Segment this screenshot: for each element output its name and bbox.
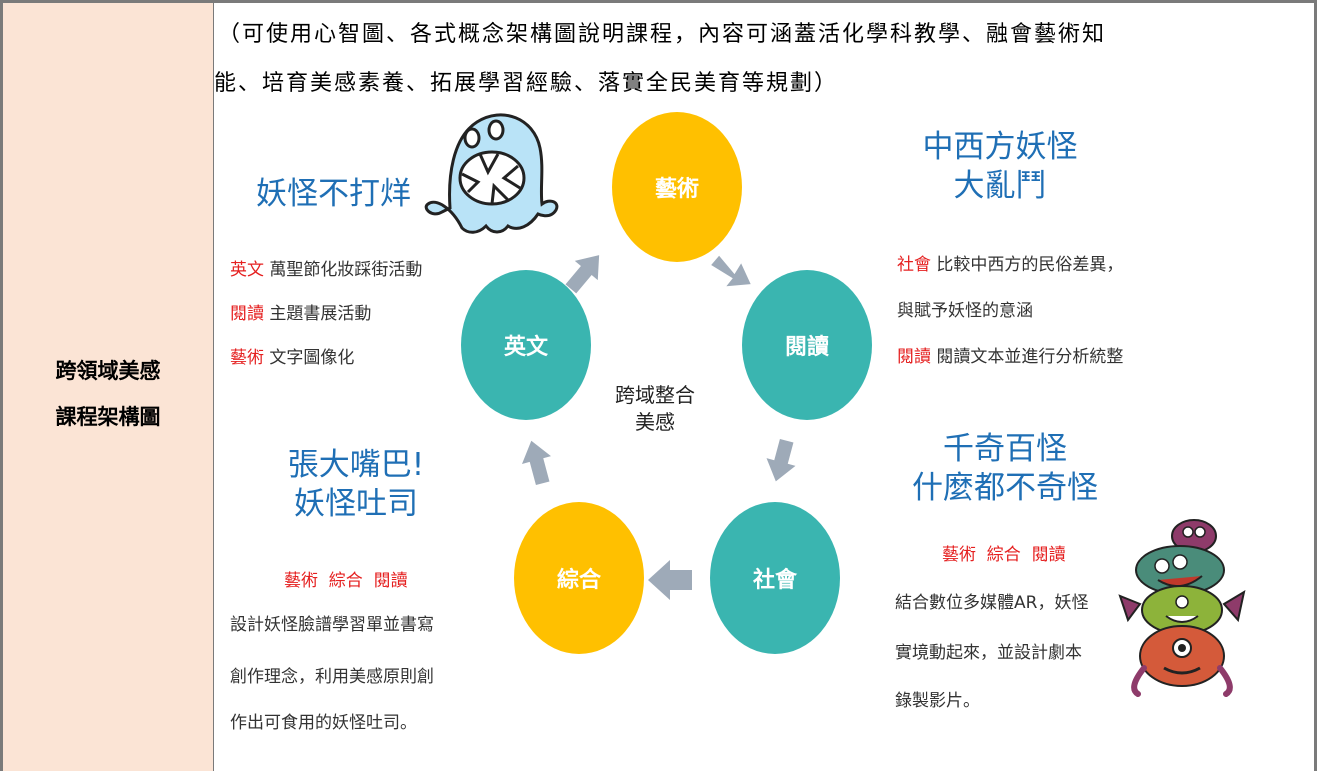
- block-bottom-left-line2: 創作理念，利用美感原則創: [230, 667, 434, 687]
- tag-social: 社會: [897, 255, 931, 275]
- block-bottom-left-line1: 設計妖怪臉譜學習單並書寫: [230, 615, 434, 635]
- block-top-left-item-1: 英文 萬聖節化妝踩街活動: [230, 255, 422, 280]
- block-top-right-line2: 與賦予妖怪的意涵: [897, 301, 1033, 321]
- intro-line1: （可使用心智圖、各式概念架構圖說明課程，內容可涵蓋活化學科教學、融會藝術知: [218, 22, 1107, 47]
- block-bottom-right-title: 千奇百怪 什麼都不奇怪: [880, 430, 1130, 508]
- arrow-social-to-integrated-icon: [648, 560, 692, 600]
- arrow-english-to-art-icon: [565, 255, 600, 294]
- arrow-reading-to-social-icon: [766, 438, 796, 482]
- node-social: 社會: [710, 502, 840, 654]
- item-text: 主題書展活動: [269, 304, 372, 324]
- block-bottom-left-title-line1: 張大嘴巴!: [287, 447, 425, 483]
- block-bottom-right-line3: 錄製影片。: [895, 691, 980, 711]
- block-bottom-left-title-line2: 妖怪吐司: [294, 485, 418, 522]
- block-bottom-left-line3: 作出可食用的妖怪吐司。: [230, 713, 417, 733]
- cycle-center-line1: 跨域整合: [615, 383, 695, 407]
- block-top-left-item-3: 藝術 文字圖像化: [230, 343, 354, 368]
- line-text: 比較中西方的民俗差異，: [936, 255, 1124, 275]
- node-art: 藝術: [612, 112, 742, 262]
- block-bottom-left-tags: 藝術 綜合 閱讀: [284, 571, 408, 591]
- line-text: 閱讀文本並進行分析統整: [936, 347, 1124, 367]
- monster-stack-icon: [1118, 519, 1246, 697]
- block-top-right-title-line2: 大亂鬥: [953, 167, 1047, 204]
- block-top-right-title-line1: 中西方妖怪: [922, 129, 1078, 165]
- block-top-right-line1: 社會 比較中西方的民俗差異，: [897, 250, 1123, 275]
- node-reading: 閱讀: [742, 270, 872, 420]
- tag-english: 英文: [230, 260, 264, 280]
- block-top-left-item-2: 閱讀 主題書展活動: [230, 299, 371, 324]
- row-label-cell: 跨領域美感 課程架構圖: [3, 3, 214, 771]
- block-bottom-right-title-line2: 什麼都不奇怪: [912, 469, 1098, 506]
- row-label-line1: 跨領域美感: [55, 358, 161, 383]
- ghost-monster-icon: [424, 113, 559, 234]
- block-bottom-right-title-line1: 千奇百怪: [943, 431, 1067, 467]
- cycle-center-line2: 美感: [635, 410, 675, 434]
- arrow-art-to-reading-icon: [711, 255, 751, 287]
- item-text: 文字圖像化: [269, 348, 355, 368]
- block-bottom-right-tags: 藝術 綜合 閱讀: [942, 545, 1066, 565]
- arrow-integrated-to-english-icon: [521, 440, 551, 486]
- intro-line2: 能、培育美感素養、拓展學習經驗、落實全民美育等規劃）: [214, 71, 839, 96]
- block-top-left-title: 妖怪不打烊: [256, 176, 411, 212]
- row-label-line2: 課程架構圖: [55, 404, 161, 429]
- tag-reading: 閱讀: [230, 304, 264, 324]
- block-bottom-right-line2: 實境動起來，並設計劇本: [895, 643, 1082, 663]
- block-top-right-title: 中西方妖怪 大亂鬥: [880, 128, 1120, 206]
- block-top-right-line3: 閱讀 閱讀文本並進行分析統整: [897, 342, 1123, 367]
- table-top-border: [0, 0, 1317, 3]
- item-text: 萬聖節化妝踩街活動: [269, 260, 423, 280]
- tag-reading: 閱讀: [897, 347, 931, 367]
- block-bottom-right-line1: 結合數位多媒體AR，妖怪: [895, 593, 1089, 613]
- cycle-center-label: 跨域整合 美感: [595, 382, 715, 436]
- node-english: 英文: [461, 270, 591, 420]
- tag-art: 藝術: [230, 348, 264, 368]
- block-bottom-left-title: 張大嘴巴! 妖怪吐司: [246, 446, 466, 524]
- node-integrated: 綜合: [514, 502, 644, 654]
